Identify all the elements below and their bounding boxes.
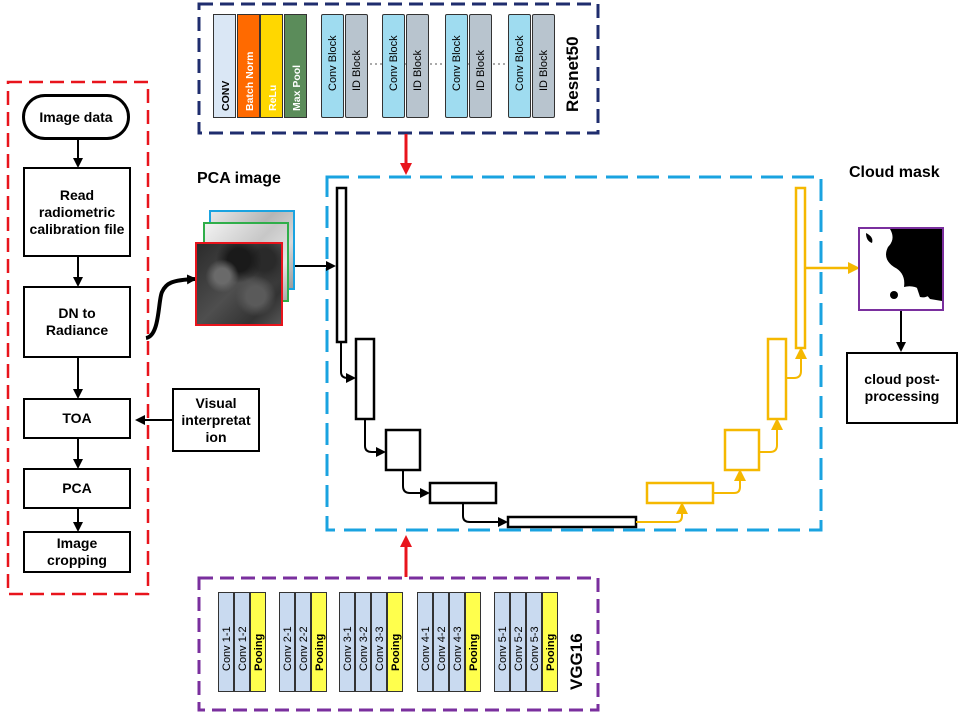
vgg-conv-layer: Conv 2-1 [279,592,295,692]
vgg-conv-label: Conv 2-2 [298,626,310,671]
vgg-conv-label: Conv 4-1 [420,626,432,671]
dn-to-radiance-label: DN to Radiance [45,305,109,338]
resnet-conv-block: Conv Block [382,14,405,118]
vgg-conv-label: Conv 4-2 [436,626,448,671]
vgg-frame [197,576,600,712]
resnet-stem-layer: CONV [213,14,236,118]
resnet-stem-layer: Max Pool [284,14,307,118]
vgg-pooling-layer: Pooing [387,592,403,692]
resnet-conv-block: Conv Block [321,14,344,118]
resnet-conv-block: Conv Block [445,14,468,118]
vgg-pooling-label: Pooing [253,633,265,671]
pca-label: PCA [62,480,92,496]
resnet-conv-block-label: Conv Block [388,35,400,91]
vgg-conv-label: Conv 1-2 [237,626,249,671]
resnet-stem-label: ReLu [267,84,279,111]
resnet-conv-block-label: Conv Block [327,35,339,91]
cloud-mask-shapes [860,229,942,309]
vgg-conv-layer: Conv 5-1 [494,592,510,692]
cloud-post-processing-node: cloud post-processing [846,352,958,424]
unet-frame [325,175,823,532]
image-cropping-label: Image cropping [47,535,107,568]
pca-image-stack [195,208,295,328]
vgg-conv-layer: Conv 4-3 [449,592,465,692]
toa-label: TOA [62,410,92,426]
vgg-conv-layer: Conv 5-2 [510,592,526,692]
encoder-block-4 [428,481,498,505]
read-calibration-label: Read radiometric calibration file [29,186,125,237]
pca-node: PCA [23,468,131,509]
image-data-node: Image data [22,94,130,140]
resnet-id-block-label: ID Block [475,50,487,91]
vgg-pooling-label: Pooing [468,633,480,671]
vgg-pooling-layer: Pooing [250,592,266,692]
resnet-stem-label: Batch Norm [244,51,256,111]
vgg-conv-layer: Conv 1-2 [234,592,250,692]
resnet-id-block: ID Block [469,14,492,118]
resnet-id-block: ID Block [406,14,429,118]
vgg-pooling-label: Pooing [545,633,557,671]
vgg-conv-label: Conv 3-1 [342,626,354,671]
preprocessing-frame [6,80,150,596]
vgg-conv-label: Conv 1-1 [221,626,233,671]
resnet-stem-label: Max Pool [291,64,303,111]
vgg-conv-layer: Conv 4-2 [433,592,449,692]
resnet-conv-block: Conv Block [508,14,531,118]
vgg-pooling-label: Pooing [314,633,326,671]
resnet-frame [197,2,600,135]
vgg16-label: VGG16 [567,633,586,690]
decoder-block-2 [723,428,761,472]
vgg-pooling-label: Pooing [390,633,402,671]
vgg-pooling-layer: Pooing [465,592,481,692]
cloud-mask-image [858,227,944,311]
vgg-conv-layer: Conv 2-2 [295,592,311,692]
resnet-id-block-label: ID Block [538,50,550,91]
pca-image-title: PCA image [197,170,281,187]
resnet-id-block: ID Block [345,14,368,118]
vgg-conv-layer: Conv 3-1 [339,592,355,692]
vgg-conv-label: Conv 4-3 [452,626,464,671]
pca-image-layer-red [195,242,283,326]
vgg-conv-label: Conv 3-2 [358,626,370,671]
vgg-pooling-layer: Pooing [311,592,327,692]
vgg-conv-label: Conv 5-3 [529,626,541,671]
encoder-block-2 [354,337,376,421]
encoder-block-5 [506,515,638,529]
vgg-conv-layer: Conv 3-3 [371,592,387,692]
resnet-id-block-label: ID Block [351,50,363,91]
resnet50-label: Resnet50 [563,36,582,112]
vgg-conv-label: Conv 5-2 [513,626,525,671]
vgg-conv-label: Conv 5-1 [497,626,509,671]
vgg-conv-layer: Conv 3-2 [355,592,371,692]
vgg-conv-layer: Conv 5-3 [526,592,542,692]
decoder-block-3 [766,337,788,421]
image-data-label: Image data [39,108,113,125]
vgg-conv-layer: Conv 1-1 [218,592,234,692]
resnet-id-block: ID Block [532,14,555,118]
vgg-conv-layer: Conv 4-1 [417,592,433,692]
visual-interpretation-node: Visual interpretat ion [172,388,260,452]
resnet-stem-label: CONV [220,80,232,111]
encoder-block-1 [335,186,348,344]
dn-to-radiance-node: DN to Radiance [23,286,131,358]
read-calibration-node: Read radiometric calibration file [23,167,131,257]
resnet-id-block-label: ID Block [412,50,424,91]
encoder-block-3 [384,428,422,472]
visual-interpretation-label: Visual interpretat ion [181,394,251,445]
vgg-conv-label: Conv 2-1 [282,626,294,671]
decoder-block-4 [794,186,807,350]
resnet-stem-layer: Batch Norm [237,14,260,118]
toa-node: TOA [23,398,131,439]
vgg-pooling-layer: Pooing [542,592,558,692]
cloud-mask-title: Cloud mask [849,164,940,181]
resnet-stem-layer: ReLu [260,14,283,118]
vgg-conv-label: Conv 3-3 [374,626,386,671]
resnet-conv-block-label: Conv Block [451,35,463,91]
image-cropping-node: Image cropping [23,531,131,573]
cloud-post-processing-label: cloud post-processing [864,371,940,404]
resnet-conv-block-label: Conv Block [514,35,526,91]
decoder-block-1 [645,481,715,505]
